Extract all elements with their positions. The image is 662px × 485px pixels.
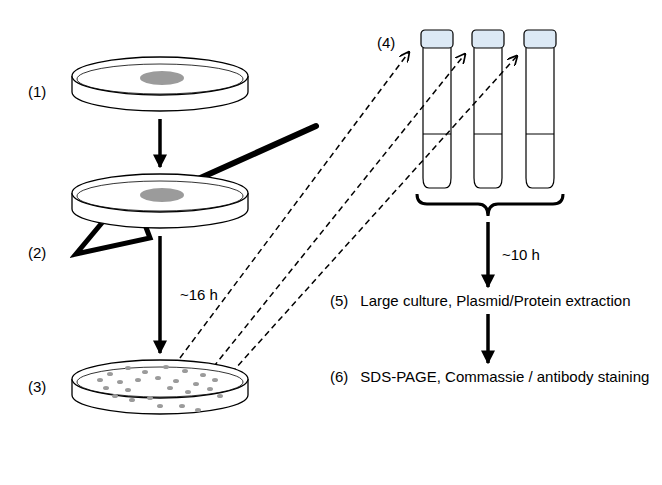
process-arrow [486,222,490,287]
colony [125,366,131,370]
process-arrow [158,119,162,167]
colony [103,386,109,390]
colony [195,408,201,412]
process-step: (6) SDS-PAGE, Commassie / antibody staini… [330,368,649,386]
step-text: SDS-PAGE, Commassie / antibody staining [360,368,649,386]
process-arrow [158,236,162,353]
test-tube [474,48,502,188]
colony [142,370,148,374]
colony [135,378,141,382]
test-tube [423,48,451,188]
medium-level [526,134,554,135]
dish-rim [72,174,248,212]
process-step: (5) Large culture, Plasmid/Protein extrac… [330,292,630,310]
colony [117,380,123,384]
colony [182,369,188,373]
step-text: Large culture, Plasmid/Protein extractio… [360,292,630,310]
colony [167,386,173,390]
colony [200,373,206,377]
duration-label: ~16 h [178,286,220,304]
test-tube [526,48,554,188]
tube-cap [524,30,556,48]
dish-inner-rim [77,64,243,94]
colony [193,382,199,386]
dish-outline [70,172,250,232]
callout-number: (6) [330,368,348,386]
callout-number: (5) [330,292,348,310]
tube-rack [415,28,565,218]
petri-dish: (1) [70,55,250,115]
colony [97,378,103,382]
bracket [417,194,563,216]
colony [179,404,185,408]
bacterial-streak [140,188,184,202]
colony [157,404,163,408]
culture-tubes: (4) [415,28,565,218]
tube-cap [472,30,504,48]
dish-inner-rim [77,367,243,397]
dish-outline [70,55,250,115]
dish-outline [70,358,250,418]
callout-number: (3) [28,378,46,396]
colony [217,394,223,398]
dish-rim [72,360,248,398]
callout-number: (1) [28,83,46,101]
duration-label: ~10 h [500,246,542,264]
dish-inner-rim [77,181,243,211]
callout-number: (4) [377,34,395,52]
colony [185,390,191,394]
colony [107,372,113,376]
colony [207,387,213,391]
colony [147,396,153,400]
colony [129,398,135,402]
colony [163,365,169,369]
colony [173,379,179,383]
colony [155,376,161,380]
colony [125,388,131,392]
petri-dish: (3) [70,358,250,418]
colony [112,394,118,398]
callout-number: (2) [28,244,46,262]
petri-dish: (2) [70,172,250,232]
process-arrow [486,314,490,363]
medium-level [474,134,502,135]
tube-cap [421,30,453,48]
medium-level [423,134,451,135]
colony [212,378,218,382]
bacterial-streak [140,71,184,85]
dish-rim [72,57,248,95]
dashed-arrow [198,56,517,410]
